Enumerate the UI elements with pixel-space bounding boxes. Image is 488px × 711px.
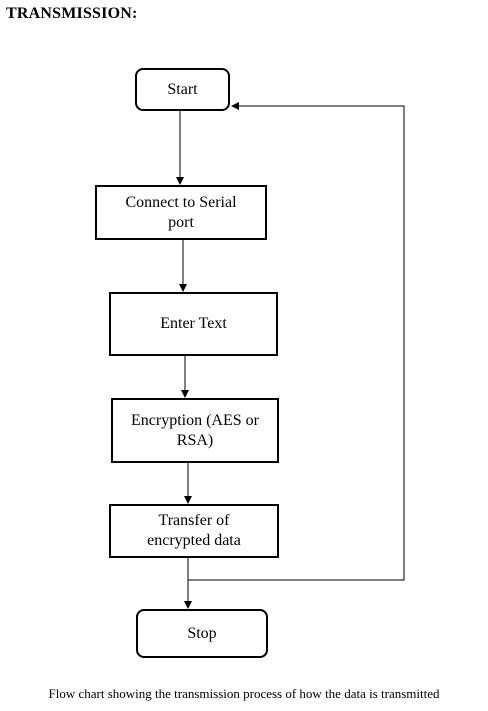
loop-back-arrow (188, 102, 405, 581)
connect-serial-port-node: Connect to Serial port (95, 185, 267, 240)
enter-text-node: Enter Text (109, 292, 278, 356)
connect-serial-port-label: Connect to Serial port (125, 193, 237, 231)
enter-text-label: Enter Text (160, 315, 227, 332)
transfer-node: Transfer of encrypted data (109, 504, 279, 558)
start-label: Start (167, 80, 198, 98)
stop-label: Stop (187, 624, 217, 642)
stop-node: Stop (136, 609, 268, 658)
transfer-label: Transfer of encrypted data (147, 512, 241, 549)
start-node: Start (135, 68, 230, 111)
encryption-label: Encryption (AES or RSA) (131, 411, 259, 449)
page-title: TRANSMISSION: (6, 5, 138, 22)
encryption-node: Encryption (AES or RSA) (111, 398, 279, 463)
figure-caption: Flow chart showing the transmission proc… (48, 686, 440, 701)
